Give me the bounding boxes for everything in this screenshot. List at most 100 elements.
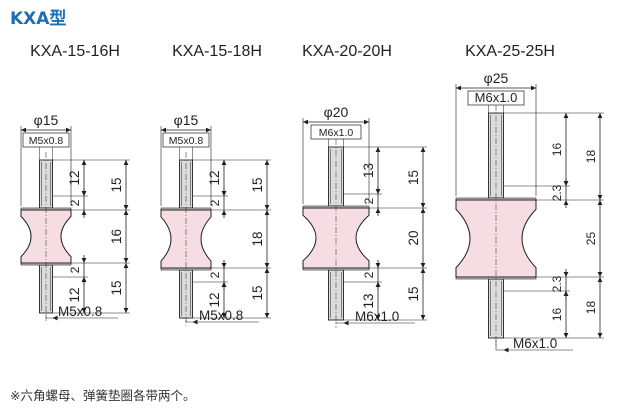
dimension-label: 15 xyxy=(406,170,421,185)
dimension-arrow xyxy=(81,160,87,165)
dimension-arrow xyxy=(375,189,381,194)
mount-drawing-kxa-25-25h: KXA-25-25Hφ25M6x1.016182.3252.31618M6x1.… xyxy=(455,43,604,353)
dimension-arrow xyxy=(192,319,198,325)
dimension-arrow xyxy=(375,315,381,320)
dimension-arrow xyxy=(66,127,71,133)
dimension-arrow xyxy=(81,258,87,263)
diameter-label: φ15 xyxy=(174,112,199,128)
dimension-arrow xyxy=(597,195,603,200)
dimension-arrow xyxy=(364,119,369,125)
dimension-arrow xyxy=(420,315,426,320)
thread-label-box xyxy=(467,90,525,106)
dimension-label: 12 xyxy=(67,170,82,185)
dimension-arrow xyxy=(264,205,270,210)
thread-label-box xyxy=(22,132,70,148)
dimension-arrow xyxy=(375,208,381,213)
dimension-label: 15 xyxy=(406,286,421,301)
dimension-arrow xyxy=(264,313,270,318)
dimension-label: 13 xyxy=(361,163,376,178)
dimension-arrow xyxy=(303,119,308,125)
model-name: KXA-20-20H xyxy=(302,43,392,60)
dimension-label: 2 xyxy=(362,271,376,278)
dimension-label: 20 xyxy=(406,230,421,245)
dimension-arrow xyxy=(343,320,349,326)
thread-label-box xyxy=(162,132,210,148)
thread-label-bottom: M5x0.8 xyxy=(58,304,102,319)
dimension-arrow xyxy=(264,263,270,268)
dimension-arrow xyxy=(221,210,227,215)
dimension-arrow xyxy=(420,147,426,152)
dimension-label: 18 xyxy=(584,150,598,164)
dimension-arrow xyxy=(21,127,26,133)
dimension-arrow xyxy=(563,200,569,205)
dimension-label: 13 xyxy=(361,293,376,308)
dimension-label: 16 xyxy=(550,308,564,322)
dimension-arrow xyxy=(81,210,87,215)
dimension-arrow xyxy=(264,160,270,165)
dimension-arrow xyxy=(123,205,129,210)
dimension-arrow xyxy=(221,313,227,318)
dimension-label: 25 xyxy=(584,232,598,246)
dimension-label: 16 xyxy=(550,143,564,157)
dimension-label: 12 xyxy=(67,287,82,302)
dimension-label: 12 xyxy=(207,292,222,307)
dimension-arrow xyxy=(123,258,129,263)
thread-label-top: M6x1.0 xyxy=(475,90,518,105)
diameter-label: φ15 xyxy=(34,112,59,128)
dimension-label: 2 xyxy=(208,199,222,206)
dimension-arrow xyxy=(563,291,569,296)
dimension-label: 15 xyxy=(109,177,124,192)
dimension-label: 12 xyxy=(207,170,222,185)
dimension-label: 2 xyxy=(362,197,376,204)
dimension-arrow xyxy=(206,127,211,133)
dimension-arrow xyxy=(420,203,426,208)
dimension-arrow xyxy=(563,272,569,277)
dimension-arrow xyxy=(161,127,166,133)
dimension-label: 15 xyxy=(250,285,265,300)
dimension-label: 15 xyxy=(250,177,265,192)
dimension-label: 15 xyxy=(109,280,124,295)
dimension-arrow xyxy=(597,333,603,338)
dimension-arrow xyxy=(221,263,227,268)
dimension-arrow xyxy=(264,210,270,215)
dimension-arrow xyxy=(375,147,381,152)
dimension-arrow xyxy=(221,160,227,165)
dimension-arrow xyxy=(123,160,129,165)
dimension-arrow xyxy=(81,308,87,313)
thread-label-bottom: M5x0.8 xyxy=(199,308,243,323)
dimension-arrow xyxy=(420,208,426,213)
dimension-arrow xyxy=(375,263,381,268)
dimension-arrow xyxy=(81,277,87,282)
dimension-label: 18 xyxy=(584,301,598,315)
dimension-arrow xyxy=(123,263,129,268)
dimension-label: 16 xyxy=(109,229,124,244)
dimension-arrow xyxy=(531,85,536,91)
diameter-label: φ25 xyxy=(484,70,509,86)
page-title: KXA型 xyxy=(10,9,67,29)
thread-label-top: M6x1.0 xyxy=(319,127,354,139)
footnote: ※六角螺母、弹簧垫圈各带两个。 xyxy=(10,388,196,403)
dimension-arrow xyxy=(456,85,461,91)
thread-label-bottom: M6x1.0 xyxy=(513,336,557,351)
dimension-arrow xyxy=(123,210,129,215)
thread-label-bottom: M6x1.0 xyxy=(355,309,399,324)
dimension-arrow xyxy=(221,282,227,287)
dimension-arrow xyxy=(503,347,509,353)
dimension-arrow xyxy=(264,268,270,273)
dimension-label: 2.3 xyxy=(550,184,564,201)
dimension-arrow xyxy=(52,315,58,321)
dimension-arrow xyxy=(375,282,381,287)
dimension-arrow xyxy=(81,191,87,196)
dimension-arrow xyxy=(597,113,603,118)
dimension-label: 2 xyxy=(208,271,222,278)
model-name: KXA-25-25H xyxy=(465,43,555,60)
dimension-arrow xyxy=(563,333,569,338)
dimension-arrow xyxy=(420,268,426,273)
model-name: KXA-15-16H xyxy=(30,43,120,60)
dimension-label: 2 xyxy=(68,266,82,273)
diameter-label: φ20 xyxy=(324,104,349,120)
dimension-arrow xyxy=(597,200,603,205)
